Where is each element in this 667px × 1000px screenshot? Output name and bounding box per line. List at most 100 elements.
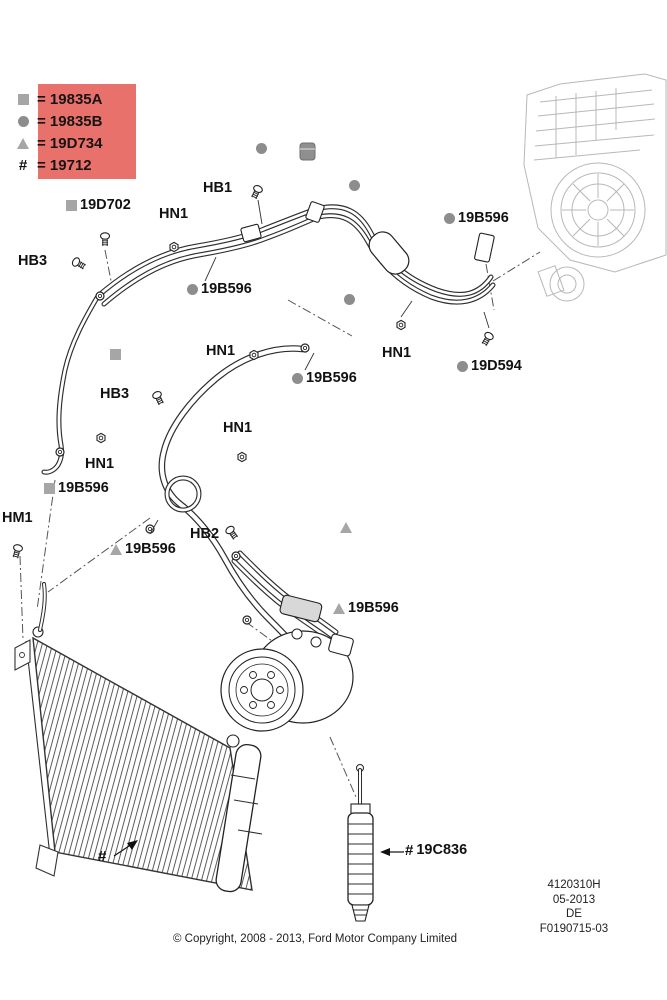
legend-row-19835b: = 19835B	[16, 110, 146, 132]
legend: = 19835A = 19835B = 19D734 # = 19712	[16, 84, 146, 179]
receiver-drier	[347, 764, 374, 922]
part-label-19b596-5: 19B596	[110, 542, 176, 557]
triangle-marker-icon	[333, 602, 345, 614]
part-label-text: HM1	[2, 510, 33, 526]
legend-row-text: = 19835B	[37, 112, 103, 130]
legend-highlight	[38, 84, 136, 179]
nut-icon	[169, 241, 179, 253]
part-label-19b596-3: 19B596	[292, 371, 357, 386]
part-label-text: 19B596	[58, 480, 109, 496]
circle-marker-icon	[292, 372, 303, 384]
bolt-icon	[10, 543, 24, 560]
part-label-hb3-1: HB3	[18, 254, 47, 269]
reference-lines	[19, 249, 541, 798]
fasteners	[10, 183, 496, 625]
part-label-hn1-3: HN1	[382, 346, 411, 361]
part-label-text: HB3	[100, 386, 130, 402]
triangle-marker-icon	[17, 137, 29, 149]
ring-fitting-icon	[95, 291, 105, 301]
part-label-hash-condenser: #	[98, 849, 106, 864]
part-label-text: 19B596	[306, 370, 357, 386]
part-label-19c836: # 19C836	[405, 843, 467, 858]
legend-row-text: = 19835A	[37, 90, 103, 108]
legend-row-text: = 19D734	[37, 134, 103, 152]
part-label-hn1-2: HN1	[206, 344, 235, 359]
legend-row-19712: # = 19712	[16, 154, 146, 176]
bolt-icon	[479, 330, 496, 348]
part-label-hm1: HM1	[2, 511, 33, 526]
copyright-text: © Copyright, 2008 - 2013, Ford Motor Com…	[173, 933, 457, 945]
doc-reference: F0190715-03	[539, 923, 609, 936]
part-label-19d702: 19D702	[66, 198, 131, 213]
part-label-text: 19B596	[125, 541, 176, 557]
triangle-marker-icon	[340, 522, 352, 533]
part-label-text: HN1	[159, 206, 189, 222]
part-label-text: 19D594	[471, 358, 522, 374]
circle-marker-icon	[457, 360, 468, 372]
part-label-text: HB1	[203, 180, 233, 196]
part-label-19b596-2: 19B596	[187, 282, 252, 297]
ring-fitting-icon	[231, 551, 241, 561]
part-label-hn1-1: HN1	[159, 207, 188, 222]
part-label-text: 19D702	[80, 197, 131, 213]
part-label-19b596-4: 19B596	[44, 481, 109, 496]
triangle-marker-icon	[110, 543, 122, 555]
circle-marker-icon	[256, 143, 267, 154]
line-fittings	[240, 142, 495, 623]
ac-lines	[41, 204, 496, 646]
compressor	[220, 628, 354, 732]
part-label-text: HB2	[190, 526, 220, 542]
part-label-hn1-4: HN1	[223, 421, 252, 436]
bolt-icon	[151, 389, 166, 407]
engine-outline	[523, 73, 667, 302]
circle-marker-icon	[187, 283, 198, 295]
bolt-icon	[249, 183, 264, 201]
part-label-text: HN1	[223, 420, 253, 436]
nut-icon	[396, 319, 406, 331]
ring-fitting-icon	[55, 447, 65, 457]
square-marker-icon	[110, 349, 121, 360]
part-label-hb2: HB2	[190, 527, 219, 542]
part-label-text: 19B596	[348, 600, 399, 616]
ring-fitting-icon	[242, 615, 252, 625]
bolt-icon	[223, 524, 240, 542]
circle-marker-icon	[349, 180, 360, 191]
hash-marker-icon: #	[18, 156, 28, 174]
bolt-icon	[70, 255, 88, 272]
part-label-text: HN1	[382, 345, 412, 361]
circle-marker-icon	[344, 294, 355, 305]
hash-marker-icon: #	[405, 842, 414, 859]
nut-icon	[237, 451, 247, 463]
nut-icon	[249, 349, 259, 361]
part-label-19d594: 19D594	[457, 359, 522, 374]
square-marker-icon	[66, 199, 77, 211]
legend-row-19d734: = 19D734	[16, 132, 146, 154]
doc-region: DE	[566, 908, 582, 921]
hash-marker-icon: #	[98, 848, 107, 865]
part-label-text: 19B596	[458, 210, 509, 226]
leader-lines	[149, 199, 490, 535]
part-label-text: HN1	[85, 456, 115, 472]
circle-marker-icon	[444, 212, 455, 224]
part-label-hb3-2: HB3	[100, 387, 129, 402]
part-label-text: HB3	[18, 253, 48, 269]
bolt-icon	[99, 232, 111, 247]
square-marker-icon	[17, 93, 29, 105]
pointer-arrows	[113, 840, 404, 857]
legend-row-text: = 19712	[37, 156, 92, 174]
part-label-text: HN1	[206, 343, 236, 359]
part-label-19b596-6: 19B596	[333, 601, 399, 616]
part-label-19b596-1: 19B596	[444, 211, 509, 226]
condenser	[14, 582, 263, 893]
doc-number: 4120310H	[547, 879, 601, 891]
part-label-text: 19B596	[201, 281, 252, 297]
doc-date: 05-2013	[552, 893, 596, 906]
nut-icon	[96, 432, 106, 444]
part-label-text: 19C836	[416, 842, 468, 859]
doc-code-block: 4120310H 05-2013 DE F0190715-03	[518, 878, 630, 937]
legend-row-19835a: = 19835A	[16, 88, 146, 110]
part-label-hn1-5: HN1	[85, 457, 114, 472]
part-label-hb1: HB1	[203, 181, 232, 196]
